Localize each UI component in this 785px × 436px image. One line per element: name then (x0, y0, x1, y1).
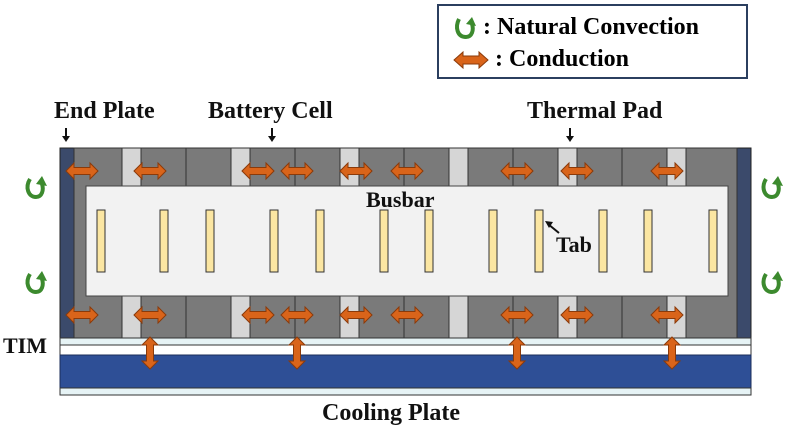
conduction-arrow-icon (650, 305, 684, 325)
end-plate-right (736, 147, 752, 339)
conduction-arrows-top (65, 161, 684, 181)
tab (96, 209, 106, 273)
tab (598, 209, 608, 273)
tab (159, 209, 169, 273)
conduction-arrow-icon (650, 161, 684, 181)
tab (315, 209, 325, 273)
tab (424, 209, 434, 273)
busbar-label: Busbar (366, 187, 435, 212)
convection-arrow-icon (761, 271, 783, 295)
tab (488, 209, 498, 273)
conduction-arrow-icon (662, 336, 682, 370)
pointer-arrows (62, 128, 574, 142)
tabs (96, 209, 718, 273)
conduction-arrow-icon (500, 161, 534, 181)
tim-layer-top (59, 337, 752, 346)
thermal-pad-label: Thermal Pad (527, 98, 663, 124)
legend-row-convection: : Natural Convection (453, 14, 699, 41)
convection-arrows (25, 176, 783, 295)
conduction-arrow-icon (280, 305, 314, 325)
tab (708, 209, 718, 273)
convection-legend-icon (455, 16, 476, 39)
tim-label: TIM (3, 333, 47, 358)
tab (269, 209, 279, 273)
conduction-arrow-icon (287, 336, 307, 370)
conduction-arrow-icon (390, 161, 424, 181)
conduction-arrow-icon (241, 305, 275, 325)
conduction-arrows-vertical (140, 336, 682, 370)
conduction-arrow-icon (500, 305, 534, 325)
conduction-arrow-icon (560, 161, 594, 181)
tab (534, 209, 544, 273)
convection-arrow-icon (761, 176, 783, 200)
conduction-arrow-icon (140, 336, 160, 370)
conduction-arrow-icon (339, 161, 373, 181)
conduction-arrow-icon (241, 161, 275, 181)
conduction-arrow-icon (133, 305, 167, 325)
legend-natural-convection-label: : Natural Convection (483, 14, 699, 40)
conduction-arrows-bottom (65, 305, 684, 325)
conduction-arrow-icon (560, 305, 594, 325)
tab-label: Tab (556, 232, 592, 257)
cooling-plate-label: Cooling Plate (322, 400, 460, 426)
conduction-arrow-icon (65, 305, 99, 325)
conduction-arrow-icon (133, 161, 167, 181)
cooling-plate (59, 354, 752, 389)
legend-conduction-label: : Conduction (495, 46, 630, 72)
module-body (59, 147, 752, 396)
tab (643, 209, 653, 273)
conduction-legend-icon (453, 50, 489, 69)
convection-arrow-icon (25, 176, 47, 200)
conduction-arrow-icon (507, 336, 527, 370)
cooling-plate-bottom (59, 387, 752, 396)
busbar (85, 185, 729, 297)
conduction-arrow-icon (280, 161, 314, 181)
legend: : Natural Convection : Conduction (437, 4, 748, 79)
battery-cell-label: Battery Cell (208, 98, 333, 124)
legend-row-conduction: : Conduction (453, 46, 629, 73)
end-plate-label: End Plate (54, 98, 155, 124)
tab-pointer-head (545, 221, 553, 228)
conduction-arrow-icon (65, 161, 99, 181)
tab (205, 209, 215, 273)
tab (379, 209, 389, 273)
tim-layer (59, 344, 752, 356)
convection-arrow-icon (25, 271, 47, 295)
conduction-arrow-icon (339, 305, 373, 325)
conduction-arrow-icon (390, 305, 424, 325)
